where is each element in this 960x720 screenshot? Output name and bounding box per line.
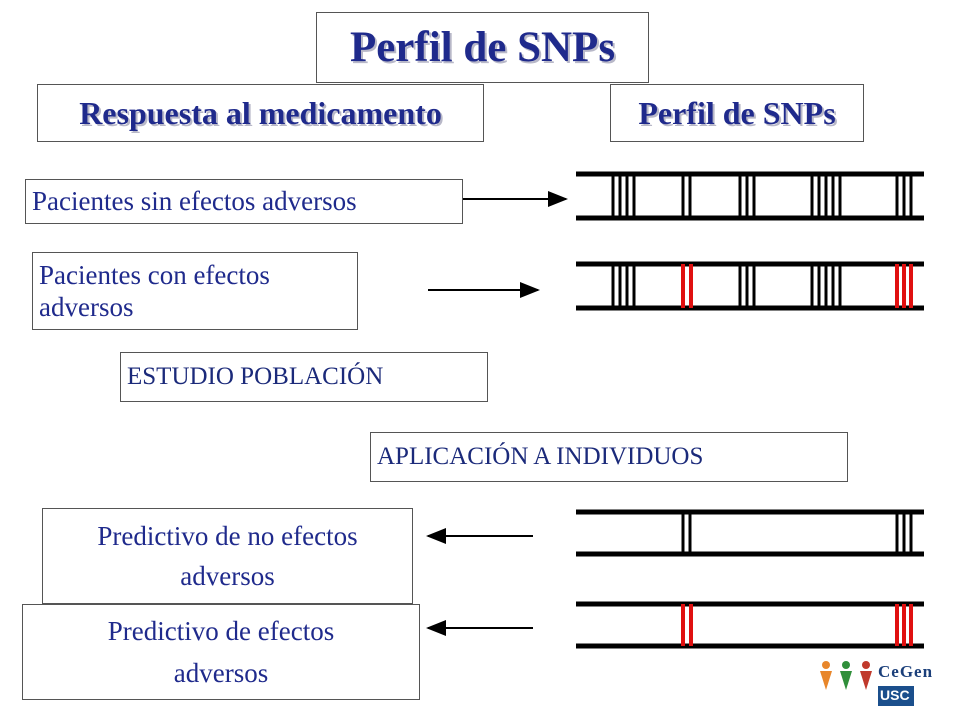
snp-profile-sin-efectos [576,171,924,221]
label-aplicacion-individuos: APLICACIÓN A INDIVIDUOS [370,432,848,482]
cegen-logo-figures [820,661,872,690]
label-predictivo-no-line1: Predictivo de no efectos [97,521,358,551]
label-sin-efectos: Pacientes sin efectos adversos [25,179,463,224]
label-con-efectos-line2: adversos [39,292,134,322]
label-predictivo-no-efectos: Predictivo de no efectos adversos [42,508,413,604]
snp-profile-predictivo-si [576,601,924,649]
usc-logo-box [878,686,914,706]
page-title: Perfil de SNPs [316,12,649,83]
header-respuesta: Respuesta al medicamento [37,84,484,142]
snp-profile-predictivo-no [576,509,924,557]
label-con-efectos: Pacientes con efectos adversos [32,252,358,330]
label-predictivo-si-line2: adversos [173,658,269,688]
label-con-efectos-line1: Pacientes con efectos [39,260,270,290]
label-predictivo-efectos: Predictivo de efectos adversos [22,604,420,700]
snp-profile-con-efectos [576,261,924,311]
label-estudio-poblacion: ESTUDIO POBLACIÓN [120,352,488,402]
cegen-logo-text: CeGen [878,662,934,681]
label-predictivo-no-line2: adversos [180,561,275,591]
header-perfil: Perfil de SNPs [610,84,864,142]
label-predictivo-si-line1: Predictivo de efectos [107,616,335,646]
usc-logo-text: USC [880,687,910,703]
